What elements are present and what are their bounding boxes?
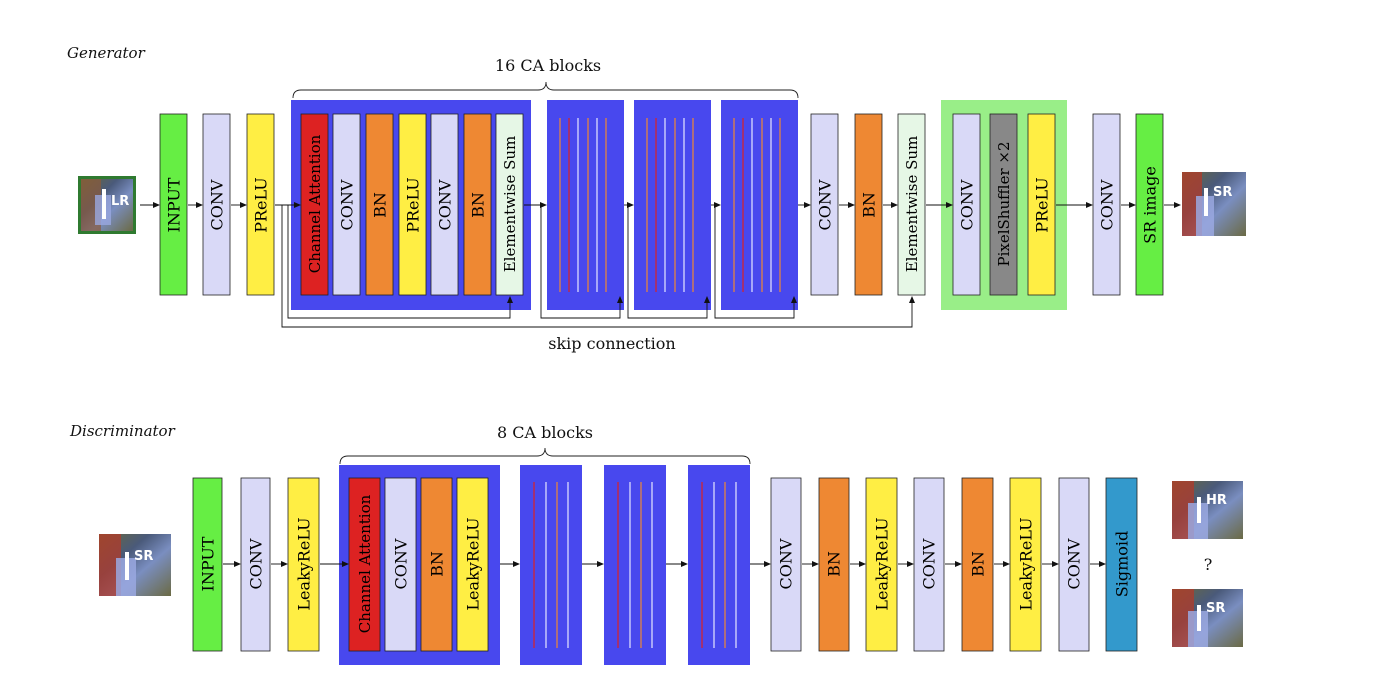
disc-ca-bn-label: BN bbox=[428, 551, 447, 577]
disc-out-hr-sub-label: HR bbox=[1206, 493, 1227, 508]
generator-title: Generator bbox=[67, 44, 146, 62]
disc-ca-conv-label: CONV bbox=[392, 538, 411, 589]
disc-lrelu3-label: LeakyReLU bbox=[1017, 517, 1036, 610]
gen-group-label: 16 CA blocks bbox=[495, 56, 601, 75]
disc-channel-attention-label: Channel Attention bbox=[356, 494, 374, 633]
discriminator-output-hr-image: HR bbox=[1172, 481, 1243, 539]
gen-prelu1-block bbox=[246, 113, 275, 296]
disc-lrelu3-block bbox=[1009, 477, 1042, 652]
discriminator-input-image: SR bbox=[99, 534, 171, 596]
gen-conv3-label: CONV bbox=[1098, 179, 1117, 230]
gen-pixelshuffle-label: PixelShuffler ×2 bbox=[995, 141, 1013, 266]
disc-bn2-block bbox=[818, 477, 850, 652]
disc-bn3-block bbox=[961, 477, 994, 652]
discriminator-section: Discriminator SR INPUT CONV LeakyReLU 8 … bbox=[69, 422, 1243, 665]
disc-lrelu1-label: LeakyReLU bbox=[295, 517, 314, 610]
disc-ca-conv-block bbox=[384, 477, 417, 652]
gen-sr-label: SR image bbox=[1141, 166, 1160, 244]
gen-up-prelu-block bbox=[1027, 113, 1056, 296]
gen-up-conv-block bbox=[952, 113, 981, 296]
lr-sub-label: LR bbox=[111, 194, 129, 209]
gen-channel-attention-label: Channel Attention bbox=[306, 134, 324, 273]
generator-input-image: LR bbox=[78, 176, 136, 234]
disc-out-sr-sub-label: SR bbox=[1206, 601, 1225, 616]
gen-sum-block bbox=[897, 113, 926, 296]
generator-section: Generator LR INPUT CONV PReLU 16 CA bloc… bbox=[67, 44, 1246, 353]
generator-output-image: SR bbox=[1182, 172, 1246, 236]
gen-conv2-block bbox=[810, 113, 839, 296]
disc-channel-attention-block bbox=[348, 477, 381, 652]
gen-channel-attention-block bbox=[300, 113, 329, 296]
gen-conv3-block bbox=[1092, 113, 1121, 296]
disc-lrelu1-block bbox=[287, 477, 320, 652]
gen-ca-conv2-block bbox=[430, 113, 459, 296]
gen-arrows bbox=[140, 202, 1181, 328]
image-i-glyph bbox=[125, 552, 129, 580]
disc-conv3-block bbox=[913, 477, 945, 652]
disc-conv1-label: CONV bbox=[247, 538, 266, 589]
gen-ca-bn2-block bbox=[463, 113, 492, 296]
gen-ca-block-collapsed-2 bbox=[634, 100, 711, 310]
disc-input-label: INPUT bbox=[199, 536, 218, 591]
gen-prelu1-label: PReLU bbox=[252, 177, 271, 233]
disc-group-label: 8 CA blocks bbox=[497, 423, 593, 442]
disc-lrelu2-label: LeakyReLU bbox=[873, 517, 892, 610]
disc-ca-lrelu-block bbox=[456, 477, 489, 652]
discriminator-title: Discriminator bbox=[69, 422, 176, 440]
gen-sum-label: Elementwise Sum bbox=[903, 136, 921, 273]
question-mark-label: ? bbox=[1204, 555, 1213, 574]
disc-sigmoid-label: Sigmoid bbox=[1113, 531, 1132, 597]
image-i-glyph bbox=[102, 189, 106, 219]
gen-ca-sum-label: Elementwise Sum bbox=[501, 136, 519, 273]
gen-up-prelu-label: PReLU bbox=[1033, 177, 1052, 233]
disc-in-sub-label: SR bbox=[134, 549, 153, 564]
disc-bn3-label: BN bbox=[969, 551, 988, 577]
gen-conv2-label: CONV bbox=[816, 179, 835, 230]
disc-conv1-block bbox=[240, 477, 271, 652]
gen-conv1-block bbox=[202, 113, 231, 296]
gen-ca-bn2-label: BN bbox=[469, 192, 488, 218]
discriminator-output-sr-image: SR bbox=[1172, 589, 1243, 647]
disc-conv4-block bbox=[1058, 477, 1090, 652]
disc-ca-lrelu-label: LeakyReLU bbox=[464, 517, 483, 610]
gen-input-block bbox=[159, 113, 188, 296]
gen-brace bbox=[292, 81, 799, 99]
gen-pixelshuffle-block bbox=[989, 113, 1018, 296]
image-i-glyph bbox=[1197, 497, 1201, 523]
disc-lrelu2-block bbox=[865, 477, 898, 652]
disc-conv4-label: CONV bbox=[1065, 538, 1084, 589]
disc-input-block bbox=[192, 477, 223, 652]
disc-conv2-label: CONV bbox=[777, 538, 796, 589]
disc-ca-block-collapsed-2 bbox=[604, 465, 666, 665]
disc-conv3-label: CONV bbox=[920, 538, 939, 589]
gen-ca-conv1-block bbox=[332, 113, 361, 296]
gen-out-sub-label: SR bbox=[1213, 185, 1232, 200]
gen-ca-bn1-block bbox=[365, 113, 394, 296]
gen-ca-block-collapsed-1 bbox=[547, 100, 624, 310]
gen-up-conv-label: CONV bbox=[958, 179, 977, 230]
skip-connection-label: skip connection bbox=[548, 334, 675, 353]
disc-ca-block-collapsed-3 bbox=[688, 465, 750, 665]
gen-sr-block bbox=[1135, 113, 1164, 296]
gen-ca-prelu-label: PReLU bbox=[404, 177, 423, 233]
gen-bn2-block bbox=[854, 113, 883, 296]
disc-sigmoid-block bbox=[1105, 477, 1138, 652]
gen-ca-sum-block bbox=[495, 113, 524, 296]
disc-ca-block-collapsed-1 bbox=[520, 465, 582, 665]
image-i-glyph bbox=[1204, 188, 1208, 216]
disc-conv2-block bbox=[770, 477, 802, 652]
disc-bn2-label: BN bbox=[825, 551, 844, 577]
disc-ca-bn-block bbox=[420, 477, 453, 652]
disc-brace bbox=[339, 447, 751, 465]
gen-ca-prelu-block bbox=[398, 113, 427, 296]
image-i-glyph bbox=[1197, 605, 1201, 631]
gen-ca-conv2-label: CONV bbox=[436, 179, 455, 230]
gen-conv1-label: CONV bbox=[208, 179, 227, 230]
gen-ca-bn1-label: BN bbox=[371, 192, 390, 218]
gen-ca-conv1-label: CONV bbox=[338, 179, 357, 230]
gen-input-label: INPUT bbox=[165, 177, 184, 232]
gen-bn2-label: BN bbox=[860, 192, 879, 218]
gen-ca-block-collapsed-3 bbox=[721, 100, 798, 310]
